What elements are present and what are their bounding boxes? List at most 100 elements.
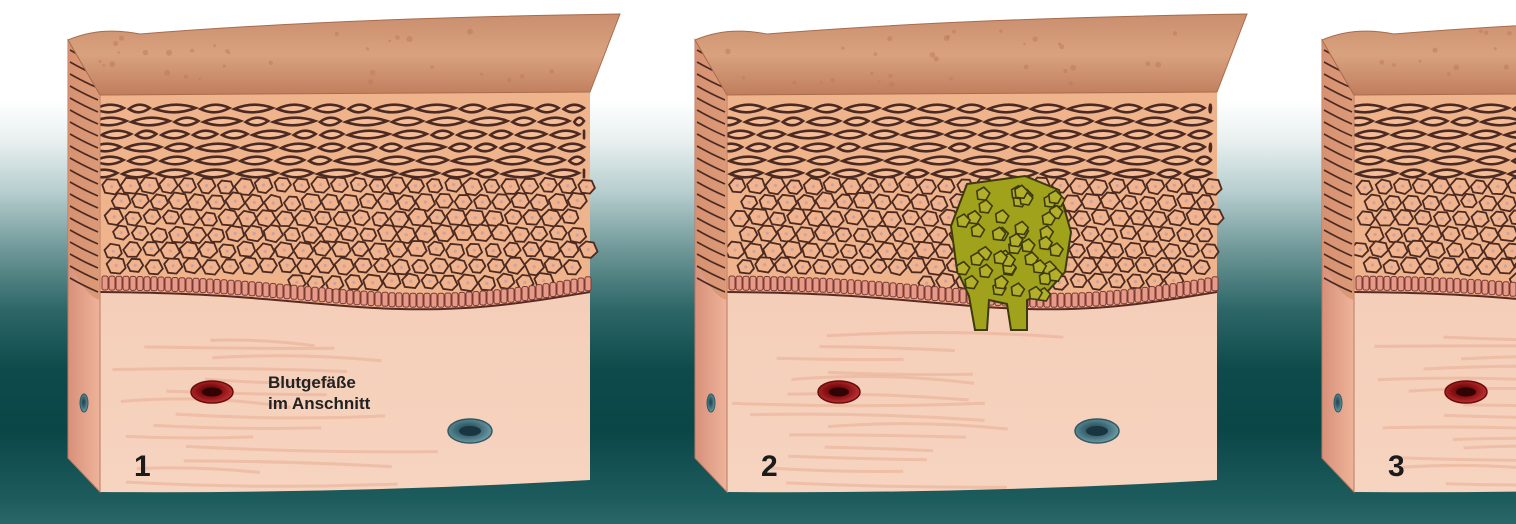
basal-cell bbox=[1503, 282, 1509, 296]
cell-nucleus bbox=[481, 201, 484, 204]
basal-cell bbox=[417, 293, 423, 307]
surface-texture bbox=[190, 49, 194, 53]
cell-nucleus bbox=[1059, 184, 1062, 187]
surface-texture bbox=[430, 65, 433, 68]
cell-nucleus bbox=[196, 234, 199, 237]
flat-cell bbox=[864, 144, 905, 152]
cell-nucleus bbox=[1486, 202, 1489, 205]
flat-cell bbox=[922, 157, 958, 165]
cell-nucleus bbox=[376, 184, 379, 187]
cell-nucleus bbox=[1096, 280, 1099, 283]
basal-cell bbox=[771, 277, 777, 291]
basal-cell bbox=[1356, 276, 1362, 290]
cell-nucleus bbox=[748, 201, 751, 204]
basal-cell bbox=[179, 278, 185, 292]
flat-cell bbox=[1111, 144, 1139, 152]
cell-nucleus bbox=[1511, 249, 1514, 252]
flat-cell bbox=[246, 118, 269, 126]
basal-cell bbox=[799, 278, 805, 292]
flat-cell bbox=[971, 170, 1001, 178]
cell-nucleus bbox=[585, 185, 588, 188]
basal-cell bbox=[1426, 278, 1432, 292]
flat-cell bbox=[1031, 105, 1063, 113]
surface-texture bbox=[368, 79, 373, 84]
cell-nucleus bbox=[1105, 263, 1108, 266]
vessel-label: Blutgefäßeim Anschnitt bbox=[268, 372, 370, 414]
flat-cell bbox=[394, 131, 427, 139]
basal-cell bbox=[827, 279, 833, 293]
flat-cell bbox=[950, 144, 970, 152]
flat-cell bbox=[535, 157, 564, 165]
basal-cell bbox=[207, 279, 213, 293]
basal-cell bbox=[841, 279, 847, 293]
basal-cell bbox=[1163, 285, 1169, 299]
basal-cell bbox=[109, 276, 115, 290]
basal-cell bbox=[848, 280, 854, 294]
basal-cell bbox=[764, 277, 770, 291]
cell-nucleus bbox=[1127, 231, 1130, 234]
cell-nucleus bbox=[1192, 184, 1195, 187]
basal-cell bbox=[1440, 278, 1446, 292]
basal-cell bbox=[834, 279, 840, 293]
cell-nucleus bbox=[341, 218, 344, 221]
cell-nucleus bbox=[926, 185, 929, 188]
cell-nucleus bbox=[340, 248, 343, 251]
cell-nucleus bbox=[416, 247, 419, 250]
cell-nucleus bbox=[877, 265, 880, 268]
basal-cell bbox=[354, 291, 360, 305]
cell-nucleus bbox=[1466, 266, 1469, 269]
flat-cell bbox=[1041, 170, 1068, 178]
cell-nucleus bbox=[248, 264, 251, 267]
cell-nucleus bbox=[1113, 249, 1116, 252]
surface-texture bbox=[946, 35, 950, 39]
panel-number-3: 3 bbox=[1388, 452, 1405, 482]
cell-nucleus bbox=[205, 184, 208, 187]
flat-cell bbox=[1430, 131, 1466, 139]
basal-cell bbox=[1496, 281, 1502, 295]
skin-block-3 bbox=[1322, 14, 1516, 492]
flat-cell bbox=[234, 105, 272, 113]
cell-nucleus bbox=[490, 185, 493, 188]
cell-nucleus bbox=[481, 231, 484, 234]
cell-nucleus bbox=[1134, 280, 1137, 283]
cell-nucleus bbox=[814, 217, 817, 220]
basal-cell bbox=[792, 277, 798, 291]
cell-nucleus bbox=[542, 279, 545, 282]
basal-cell bbox=[1454, 279, 1460, 293]
cell-nucleus bbox=[1428, 265, 1431, 268]
basal-cell bbox=[1058, 293, 1064, 307]
cell-nucleus bbox=[400, 266, 403, 269]
basal-cell bbox=[813, 278, 819, 292]
surface-texture bbox=[1033, 36, 1038, 41]
flat-cell bbox=[1210, 144, 1211, 152]
flat-cell bbox=[477, 170, 498, 178]
flat-cell bbox=[1088, 157, 1114, 165]
flat-cell bbox=[1452, 118, 1477, 126]
flat-cell bbox=[222, 131, 247, 139]
cell-nucleus bbox=[858, 266, 861, 269]
cell-nucleus bbox=[1200, 266, 1203, 269]
cell-nucleus bbox=[947, 216, 950, 219]
basal-cell bbox=[1191, 280, 1197, 294]
flat-cell bbox=[321, 131, 344, 139]
basal-cell bbox=[326, 288, 332, 302]
cell-nucleus bbox=[945, 184, 948, 187]
cell-nucleus bbox=[915, 264, 918, 267]
cell-nucleus bbox=[842, 233, 845, 236]
cell-nucleus bbox=[329, 233, 332, 236]
cell-nucleus bbox=[281, 183, 284, 186]
basal-cell bbox=[473, 292, 479, 306]
cell-nucleus bbox=[776, 217, 779, 220]
cell-nucleus bbox=[944, 279, 947, 282]
basal-cell bbox=[158, 277, 164, 291]
basal-cell bbox=[757, 276, 763, 290]
flat-cell bbox=[564, 105, 584, 113]
cell-nucleus bbox=[148, 184, 151, 187]
flat-cell bbox=[869, 170, 901, 178]
basal-cell bbox=[571, 279, 577, 293]
cell-nucleus bbox=[512, 215, 515, 218]
surface-texture bbox=[119, 36, 124, 41]
flat-cell bbox=[1389, 157, 1427, 165]
flat-cell bbox=[490, 105, 531, 113]
cell-nucleus bbox=[348, 201, 351, 204]
